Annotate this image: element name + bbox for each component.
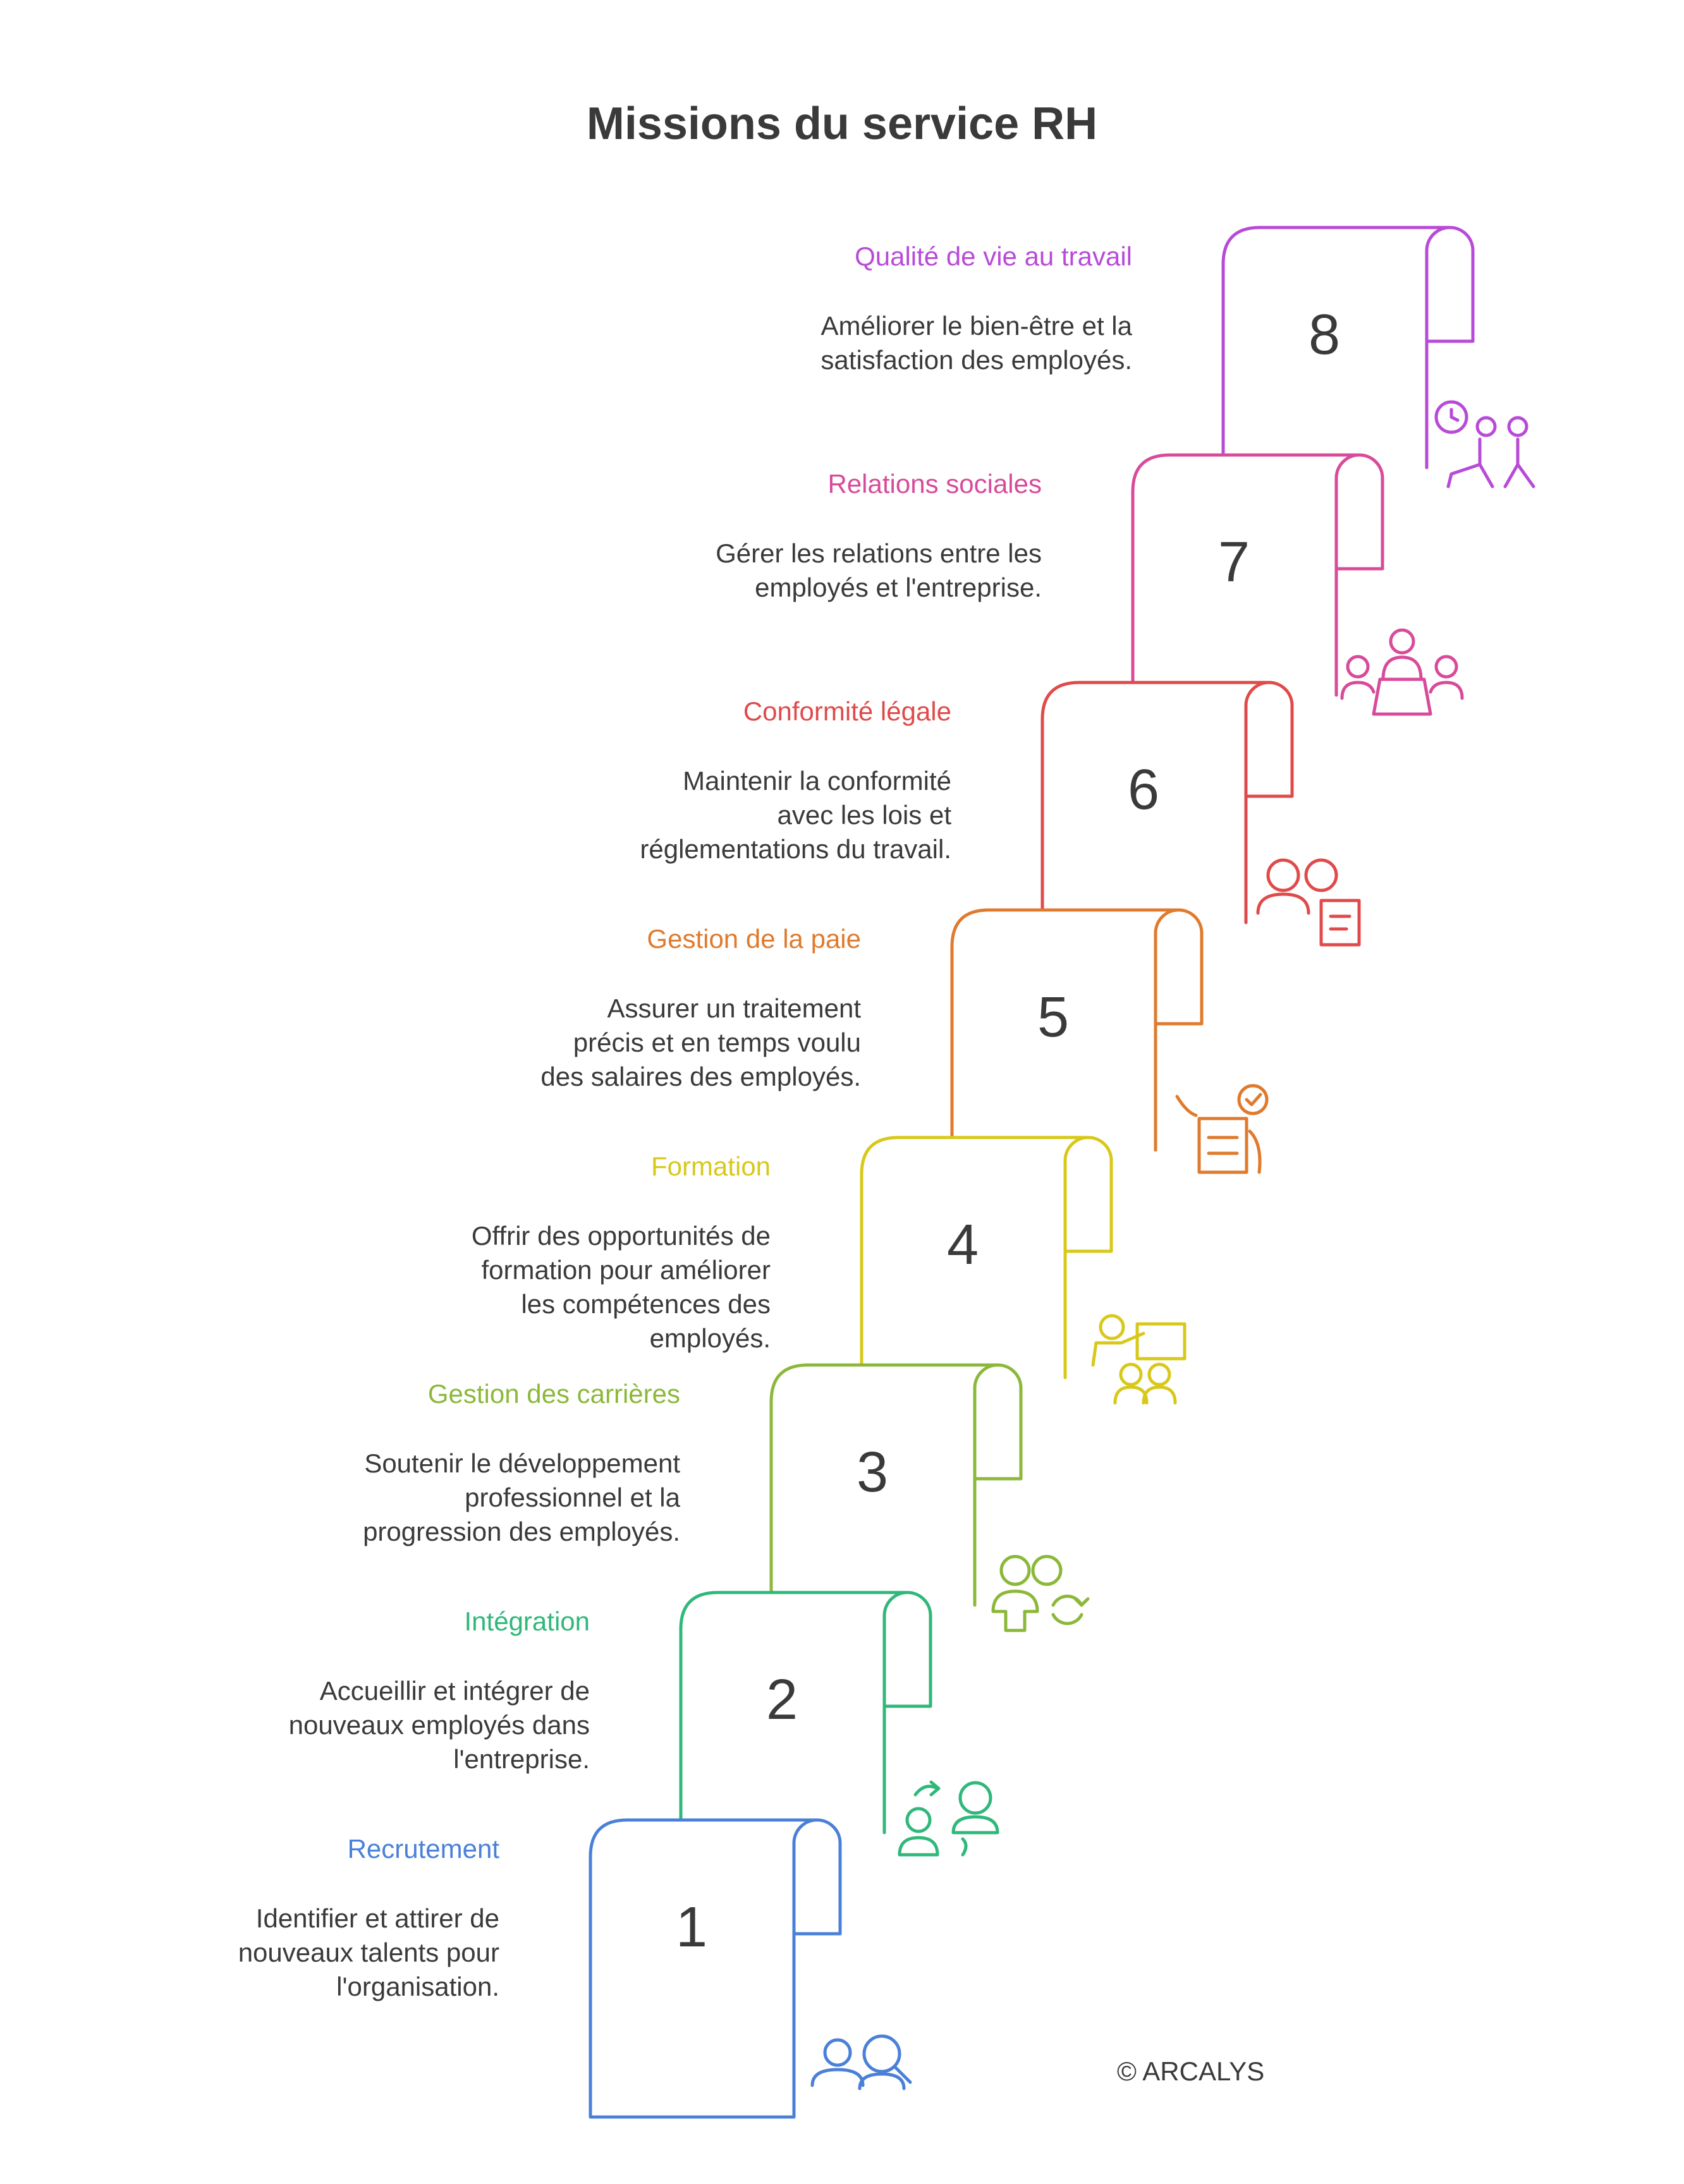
step-8-title: Qualité de vie au travail: [855, 241, 1132, 271]
career-people-cycle-icon: [991, 1555, 1090, 1632]
step-4-description-line: les compétences des: [521, 1289, 771, 1319]
step-3-scroll: 3: [769, 1363, 1023, 1607]
step-icons: [810, 400, 1535, 2090]
onboarding-people-exchange-icon: [898, 1780, 999, 1857]
step-8-number: 8: [1309, 303, 1340, 367]
step-1-description-line: Identifier et attirer de: [256, 1903, 499, 1933]
page-title: Missions du service RH: [587, 99, 1097, 149]
step-5-title: Gestion de la paie: [647, 924, 861, 954]
payroll-document-check-icon: [1175, 1084, 1269, 1174]
step-3-description-line: progression des employés.: [363, 1517, 680, 1546]
step-3-number: 3: [857, 1441, 888, 1504]
step-4-scroll: 4: [860, 1136, 1113, 1380]
step-1-description-line: nouveaux talents pour: [238, 1938, 499, 1967]
step-5-number: 5: [1037, 986, 1069, 1049]
step-5-description-line: Assurer un traitement: [607, 993, 861, 1023]
step-2-number: 2: [766, 1668, 798, 1732]
step-2-title: Intégration: [465, 1606, 590, 1636]
step-7-scroll: 7: [1131, 453, 1384, 697]
staircase-scrolls: 8 7 6 5 4 3 2 1: [589, 226, 1475, 2119]
recruitment-search-people-icon: [810, 2034, 912, 2090]
step-3-title: Gestion des carrières: [428, 1379, 680, 1409]
step-4-number: 4: [947, 1213, 979, 1277]
step-7-number: 7: [1218, 531, 1250, 594]
compliance-people-document-icon: [1256, 858, 1361, 947]
training-presentation-icon: [1091, 1314, 1187, 1405]
step-7-description-line: employés et l'entreprise.: [755, 573, 1042, 602]
step-4-title: Formation: [651, 1151, 771, 1181]
step-6-scroll: 6: [1040, 681, 1294, 925]
step-7-description-line: Gérer les relations entre les: [716, 538, 1042, 568]
step-1-scroll: 1: [589, 1818, 842, 2119]
step-8-scroll: 8: [1221, 226, 1475, 470]
step-2-description-line: l'entreprise.: [453, 1744, 590, 1774]
step-4-description-line: formation pour améliorer: [481, 1255, 771, 1285]
social-relations-meeting-icon: [1340, 628, 1464, 716]
step-6-description-line: avec les lois et: [778, 800, 952, 830]
step-1-title: Recrutement: [348, 1834, 500, 1864]
step-3-description-line: Soutenir le développement: [364, 1448, 680, 1478]
step-1-description-line: l'organisation.: [336, 1972, 499, 2001]
step-6-number: 6: [1128, 758, 1159, 822]
step-1-number: 1: [676, 1896, 707, 1959]
step-2-description-line: nouveaux employés dans: [289, 1710, 590, 1740]
step-6-description-line: Maintenir la conformité: [683, 766, 951, 796]
work-life-quality-clock-people-icon: [1434, 400, 1535, 488]
step-8-description-line: satisfaction des employés.: [821, 345, 1132, 375]
step-7-title: Relations sociales: [827, 469, 1042, 499]
step-4-description-line: employés.: [650, 1323, 771, 1353]
step-3-description-line: professionnel et la: [465, 1483, 681, 1512]
step-2-scroll: 2: [679, 1591, 932, 1835]
step-6-title: Conformité légale: [743, 696, 951, 726]
step-8-description-line: Améliorer le bien-être et la: [821, 311, 1132, 341]
step-4-description-line: Offrir des opportunités de: [472, 1221, 771, 1251]
step-2-description-line: Accueillir et intégrer de: [320, 1676, 590, 1706]
credit-text: © ARCALYS: [1117, 2056, 1264, 2086]
step-5-scroll: 5: [950, 908, 1204, 1152]
step-5-description-line: précis et en temps voulu: [573, 1028, 861, 1057]
step-6-description-line: réglementations du travail.: [640, 834, 951, 864]
step-5-description-line: des salaires des employés.: [540, 1062, 861, 1091]
